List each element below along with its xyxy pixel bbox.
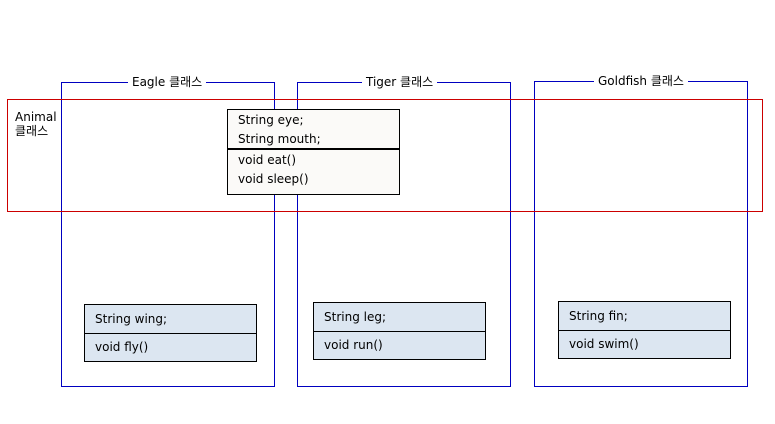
animal-class-frame xyxy=(7,99,763,212)
eagle-class-frame: Eagle 클래스 xyxy=(61,74,275,387)
animal-attributes: String eye; String mouth; xyxy=(228,110,399,150)
eagle-method-fly: void fly() xyxy=(95,340,149,354)
tiger-class-frame: Tiger 클래스 xyxy=(297,74,511,387)
goldfish-uml-box: String fin; void swim() xyxy=(558,301,731,359)
tiger-attribute-leg: String leg; xyxy=(324,310,387,324)
animal-uml-box: String eye; String mouth; void eat() voi… xyxy=(227,109,400,195)
animal-attribute-eye: String eye; xyxy=(238,113,304,127)
tiger-methods: void run() xyxy=(314,332,485,359)
tiger-uml-box: String leg; void run() xyxy=(313,302,486,360)
goldfish-method-swim: void swim() xyxy=(569,337,639,351)
eagle-methods: void fly() xyxy=(85,334,256,361)
goldfish-attribute-fin: String fin; xyxy=(569,309,628,323)
goldfish-class-frame: Goldfish 클래스 xyxy=(534,73,748,387)
animal-methods: void eat() void sleep() xyxy=(228,150,399,189)
tiger-method-run: void run() xyxy=(324,338,383,352)
animal-class-label: Animal 클래스 xyxy=(15,110,57,138)
goldfish-methods: void swim() xyxy=(559,331,730,358)
eagle-attributes: String wing; xyxy=(85,305,256,334)
tiger-attributes: String leg; xyxy=(314,303,485,332)
eagle-attribute-wing: String wing; xyxy=(95,312,168,326)
eagle-class-title: Eagle 클래스 xyxy=(128,74,207,90)
animal-label-name: Animal xyxy=(15,110,57,124)
tiger-class-title: Tiger 클래스 xyxy=(362,74,438,90)
eagle-uml-box: String wing; void fly() xyxy=(84,304,257,362)
animal-attribute-mouth: String mouth; xyxy=(238,132,321,146)
goldfish-class-title: Goldfish 클래스 xyxy=(594,73,688,89)
animal-method-sleep: void sleep() xyxy=(238,172,309,186)
goldfish-attributes: String fin; xyxy=(559,302,730,331)
animal-method-eat: void eat() xyxy=(238,153,297,167)
animal-label-suffix: 클래스 xyxy=(15,124,49,138)
